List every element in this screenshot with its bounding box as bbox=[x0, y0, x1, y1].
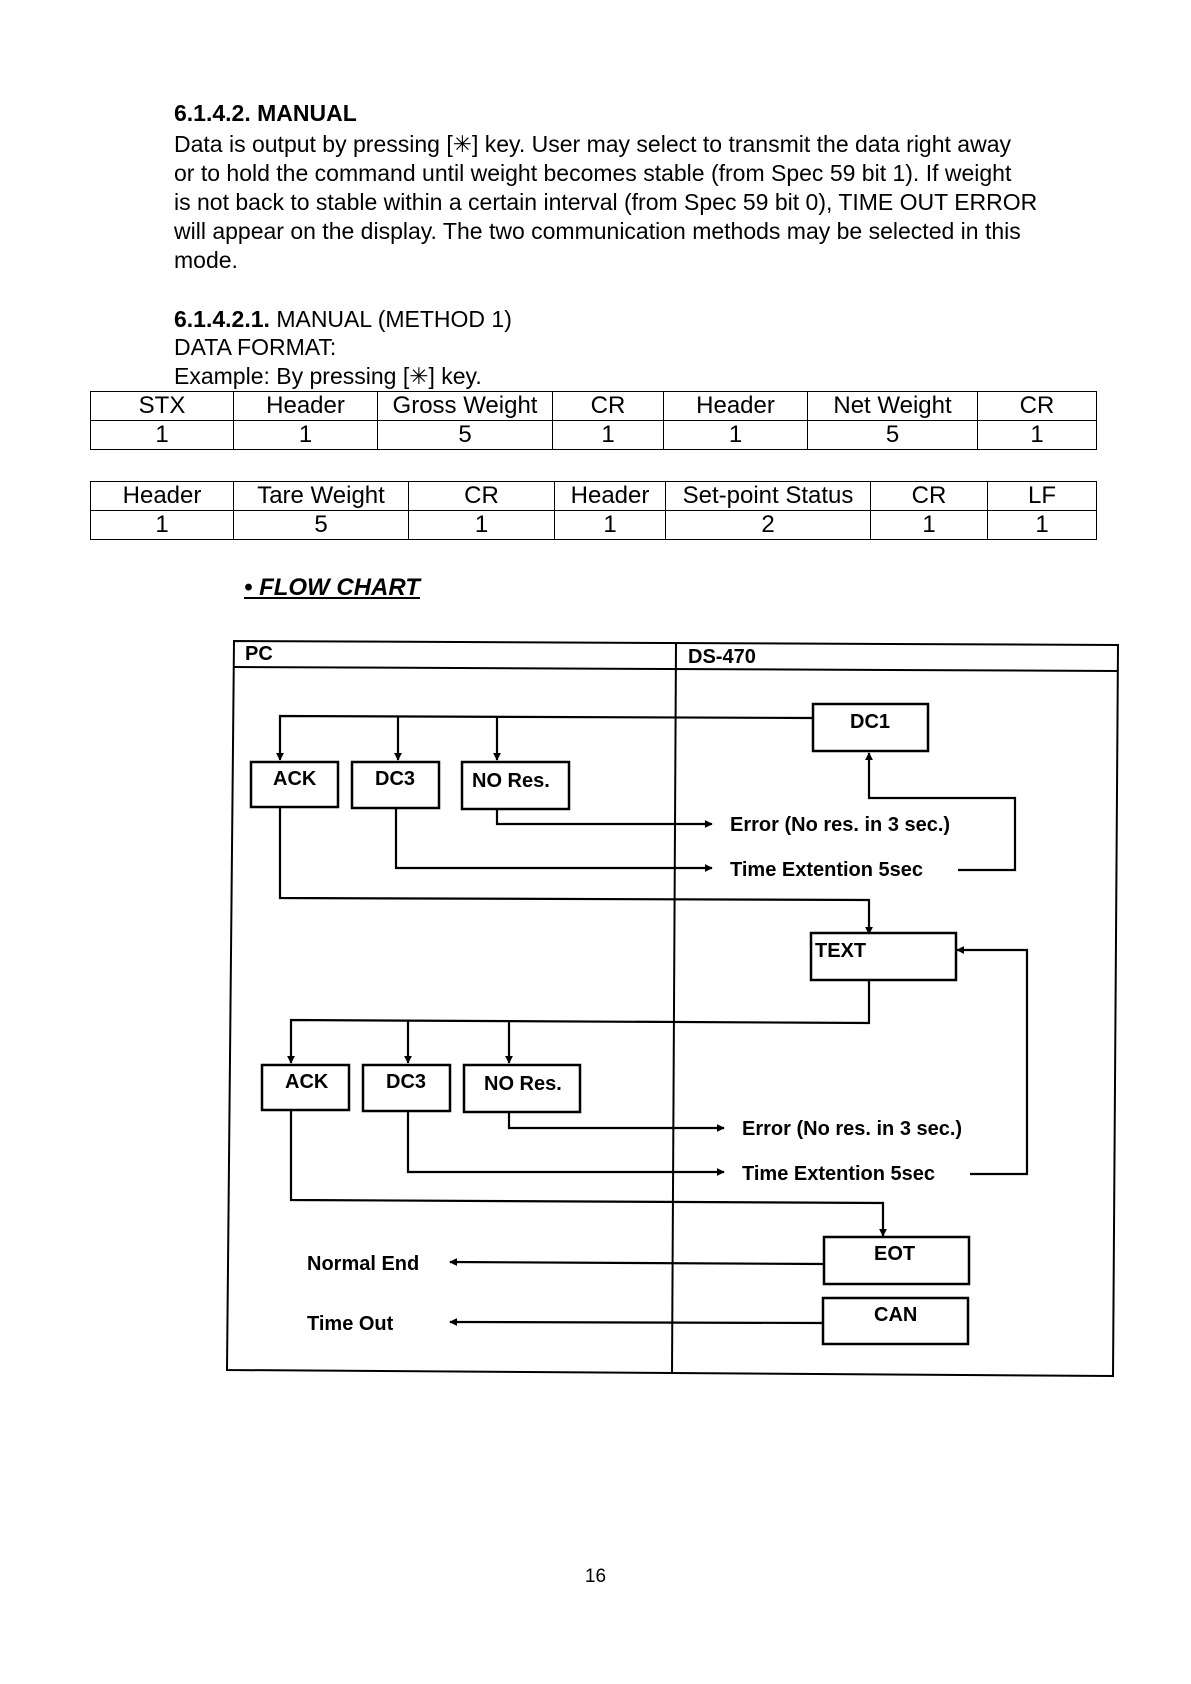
column-label-pc: PC bbox=[245, 643, 273, 665]
flow-box-label: EOT bbox=[874, 1243, 915, 1265]
label-error-2: Error (No res. in 3 sec.) bbox=[742, 1118, 962, 1140]
data-format-label: DATA FORMAT: bbox=[174, 334, 337, 360]
connector-dc3-2-to-time-ext2 bbox=[406, 1110, 725, 1176]
label-error-1: Error (No res. in 3 sec.) bbox=[730, 814, 950, 836]
table-header-row: Header Tare Weight CR Header Set-point S… bbox=[90, 481, 1097, 511]
flow-box-eot: EOT bbox=[822, 1235, 971, 1286]
section-paragraph: Data is output by pressing [✳] key. User… bbox=[174, 130, 1114, 275]
flow-box-dc3-1: DC3 bbox=[350, 760, 441, 810]
flow-box-label: CAN bbox=[874, 1304, 917, 1326]
table-cell: 5 bbox=[807, 420, 978, 450]
label-time-extention-2: Time Extention 5sec bbox=[742, 1163, 935, 1185]
table-cell: 1 bbox=[554, 510, 666, 540]
table-cell: 1 bbox=[977, 420, 1097, 450]
subsection-title: MANUAL (METHOD 1) bbox=[276, 306, 512, 332]
label-time-out: Time Out bbox=[307, 1313, 394, 1335]
table-cell: CR bbox=[552, 391, 664, 421]
paragraph-line: is not back to stable within a certain i… bbox=[174, 189, 1038, 215]
connector-dc1-to-ack1 bbox=[276, 714, 814, 761]
subsection-heading: 6.1.4.2.1. MANUAL (METHOD 1) bbox=[174, 306, 512, 333]
section-heading: 6.1.4.2. MANUAL bbox=[174, 100, 357, 126]
subsection-number: 6.1.4.2.1. bbox=[174, 306, 270, 332]
flow-box-label: ACK bbox=[273, 768, 317, 790]
table-cell: 2 bbox=[665, 510, 871, 540]
table-cell: 1 bbox=[663, 420, 808, 450]
paragraph-line: will appear on the display. The two comm… bbox=[174, 218, 1021, 244]
paragraph-line: Data is output by pressing [✳] key. User… bbox=[174, 131, 1011, 157]
data-format-table-2: Header Tare Weight CR Header Set-point S… bbox=[90, 481, 1097, 540]
table-cell: 1 bbox=[870, 510, 988, 540]
connector-ack1-to-text bbox=[278, 808, 873, 935]
flow-box-label: DC3 bbox=[375, 768, 415, 790]
column-label-ds470: DS-470 bbox=[688, 646, 756, 668]
connector-nores1-to-error1 bbox=[495, 805, 713, 828]
table-cell: 1 bbox=[552, 420, 664, 450]
label-time-extention-1: Time Extention 5sec bbox=[730, 859, 923, 881]
flow-connectors bbox=[276, 714, 1029, 1327]
flow-box-dc1: DC1 bbox=[811, 702, 930, 753]
flow-box-label: TEXT bbox=[815, 940, 866, 962]
table-cell: 5 bbox=[377, 420, 553, 450]
connector-nores2-to-error2 bbox=[507, 1110, 725, 1132]
flow-box-label: ACK bbox=[285, 1071, 329, 1093]
connector-ack2-to-eot bbox=[289, 1110, 887, 1237]
table-cell: Header bbox=[90, 481, 234, 511]
flow-box-label: DC3 bbox=[386, 1071, 426, 1093]
example-line: Example: By pressing [✳] key. bbox=[174, 363, 482, 389]
connector-text-to-ack2 bbox=[287, 979, 871, 1064]
connector-eot-to-normal-end bbox=[449, 1258, 825, 1267]
table-cell: 5 bbox=[233, 510, 409, 540]
flow-box-label: NO Res. bbox=[484, 1073, 562, 1095]
flow-box-text: TEXT bbox=[809, 931, 958, 982]
flow-chart-title: • FLOW CHART bbox=[244, 574, 420, 601]
flow-box-label: DC1 bbox=[850, 711, 890, 733]
connector-dc3-1-to-time-ext1 bbox=[394, 808, 713, 872]
data-format-table-1: STX Header Gross Weight CR Header Net We… bbox=[90, 391, 1097, 450]
page-number: 16 bbox=[584, 1566, 607, 1587]
flow-box-nores1: NO Res. bbox=[460, 760, 571, 811]
connector-time-ext2-to-text bbox=[956, 946, 1029, 1176]
connector-can-to-time-out bbox=[449, 1318, 824, 1327]
table-row: 1 5 1 1 2 1 1 bbox=[90, 510, 1097, 540]
table-cell: CR bbox=[977, 391, 1097, 421]
paragraph-line: mode. bbox=[174, 247, 238, 273]
flow-box-can: CAN bbox=[821, 1296, 970, 1346]
table-cell: 1 bbox=[90, 510, 234, 540]
table-cell: 1 bbox=[90, 420, 234, 450]
table-cell: 1 bbox=[233, 420, 378, 450]
connector-time-ext1-to-dc1 bbox=[865, 752, 1017, 872]
table-cell: 1 bbox=[408, 510, 555, 540]
flow-chart-frame bbox=[225, 639, 1120, 1378]
table-cell: Gross Weight bbox=[377, 391, 553, 421]
flow-box-ack1: ACK bbox=[249, 760, 340, 809]
table-cell: Set-point Status bbox=[665, 481, 871, 511]
table-cell: Header bbox=[554, 481, 666, 511]
label-normal-end: Normal End bbox=[307, 1253, 419, 1275]
flow-box-ack2: ACK bbox=[260, 1063, 351, 1112]
paragraph-line: or to hold the command until weight beco… bbox=[174, 160, 1012, 186]
flow-box-nores2: NO Res. bbox=[462, 1063, 582, 1114]
table-row: 1 1 5 1 1 5 1 bbox=[90, 420, 1097, 450]
table-cell: Net Weight bbox=[807, 391, 978, 421]
table-cell: 1 bbox=[987, 510, 1097, 540]
flow-box-dc3-2: DC3 bbox=[361, 1063, 452, 1113]
flow-box-label: NO Res. bbox=[472, 770, 550, 792]
